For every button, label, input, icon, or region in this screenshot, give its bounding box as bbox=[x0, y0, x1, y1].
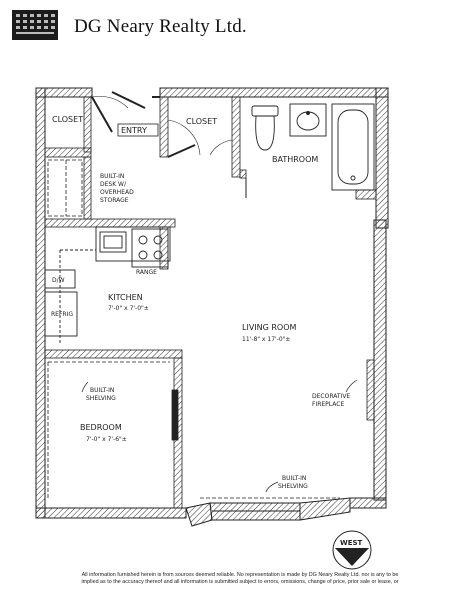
shelving2-label-line2: SHELVING bbox=[278, 483, 308, 490]
fireplace-label-line1: DECORATIVE bbox=[312, 393, 350, 400]
bathroom-label: BATHROOM bbox=[272, 155, 318, 164]
company-name: DG Neary Realty Ltd. bbox=[74, 16, 247, 37]
closet-right-label: CLOSET bbox=[186, 117, 217, 126]
range-label: RANGE bbox=[136, 269, 157, 276]
compass-icon: WEST bbox=[332, 530, 372, 570]
shelving2-label-line1: BUILT-IN bbox=[282, 475, 306, 482]
interior-walls bbox=[44, 96, 377, 509]
compass-label: WEST bbox=[340, 539, 363, 547]
kitchen-fixtures bbox=[44, 226, 171, 345]
entry-label: ENTRY bbox=[121, 126, 147, 135]
bedroom-dimensions: 7'-0" x 7'-6"± bbox=[86, 436, 127, 443]
kitchen-label: KITCHEN bbox=[108, 293, 143, 302]
living-room-dimensions: 11'-8" x 17'-0"± bbox=[242, 336, 290, 343]
living-room-label: LIVING ROOM bbox=[242, 323, 297, 332]
desk-label-line3: OVERHEAD bbox=[100, 189, 134, 196]
shelving-label-line2: SHELVING bbox=[86, 395, 116, 402]
building-logo-icon bbox=[12, 10, 58, 40]
desk-label-line1: BUILT-IN bbox=[100, 173, 124, 180]
desk-label-line2: DESK W/ bbox=[100, 181, 127, 188]
bathroom-fixtures bbox=[251, 103, 375, 191]
fireplace-label-line2: FIREPLACE bbox=[312, 401, 344, 408]
kitchen-dimensions: 7'-0" x 7'-0"± bbox=[108, 305, 149, 312]
exterior-walls bbox=[35, 87, 389, 519]
refrig-label: REFRIG bbox=[51, 311, 73, 318]
entry-doors bbox=[91, 91, 247, 198]
closet-left-label: CLOSET bbox=[52, 115, 83, 124]
bay-window bbox=[185, 497, 351, 527]
bedroom-label: BEDROOM bbox=[80, 423, 122, 432]
disclaimer: All information furnished herein is from… bbox=[30, 572, 450, 586]
built-in-desk bbox=[47, 159, 83, 217]
shelving-label-line1: BUILT-IN bbox=[90, 387, 114, 394]
header: DG Neary Realty Ltd. bbox=[12, 10, 452, 44]
desk-label-line4: STORAGE bbox=[100, 197, 129, 204]
disclaimer-line1: All information furnished herein is from… bbox=[81, 572, 399, 578]
built-in-features bbox=[47, 359, 375, 500]
disclaimer-line2: implied as to the accuracy thereof and a… bbox=[81, 579, 399, 585]
dw-label: D/W bbox=[52, 277, 65, 284]
